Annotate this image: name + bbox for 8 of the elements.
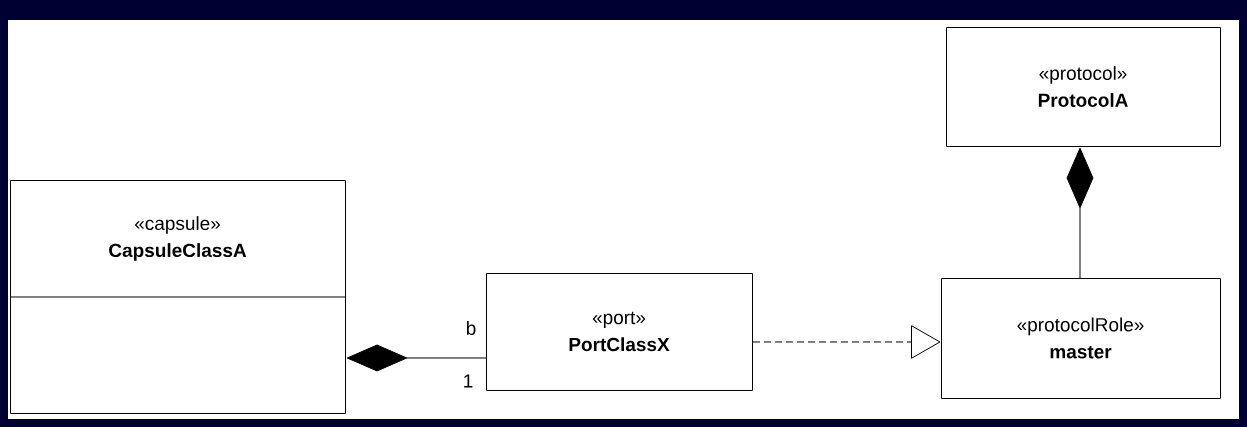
class-box: «port» PortClassX bbox=[486, 273, 753, 391]
realization-arrow bbox=[752, 325, 941, 359]
class-box: «capsule» CapsuleClassA bbox=[9, 180, 346, 414]
class-box: «protocolRole» master bbox=[941, 278, 1221, 399]
multiplicity-label: 1 bbox=[464, 374, 473, 388]
class-box: «protocol» ProtocolA bbox=[946, 27, 1221, 147]
association-line bbox=[1066, 147, 1094, 279]
association-line bbox=[346, 344, 487, 372]
